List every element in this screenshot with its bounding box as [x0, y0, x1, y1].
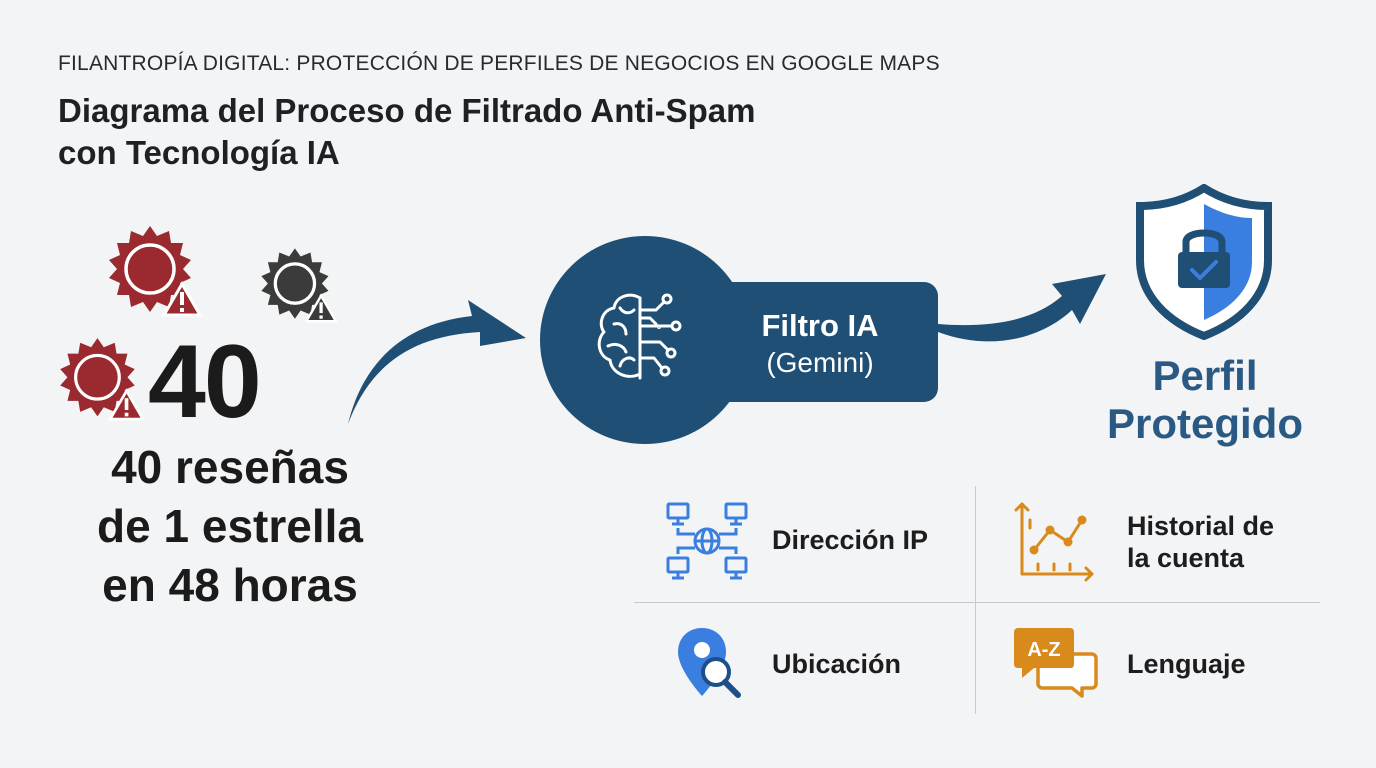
- arrow-to-filter: [348, 300, 526, 424]
- spam-line-3: en 48 horas: [102, 559, 358, 611]
- shield-lock-icon: [1136, 184, 1272, 340]
- spam-warning-icon-3: [60, 338, 146, 421]
- filter-title: Filtro IA: [761, 308, 879, 343]
- network-icon: [666, 502, 748, 580]
- translate-icon: A-Z: [1014, 628, 1098, 698]
- warning-badge-shape: [109, 226, 191, 312]
- filter-subtitle: (Gemini): [766, 347, 874, 378]
- diagram-eyebrow: FILANTROPÍA DIGITAL: PROTECCIÓN DE PERFI…: [58, 52, 940, 75]
- title-line-2: con Tecnología IA: [58, 134, 340, 171]
- protected-line-1: Perfil: [1152, 352, 1258, 399]
- spam-line-2: de 1 estrella: [97, 500, 363, 552]
- feature-account-history: Historial de la cuenta: [1127, 510, 1274, 574]
- brain-icon: [597, 293, 682, 380]
- language-icon-text: A-Z: [1027, 639, 1060, 661]
- history-line-2: la cuenta: [1127, 543, 1245, 573]
- title-line-1: Diagrama del Proceso de Filtrado Anti-Sp…: [58, 92, 756, 129]
- spam-count: 40: [148, 324, 262, 440]
- feature-location: Ubicación: [772, 649, 902, 679]
- filter-bar: [700, 282, 938, 402]
- protected-line-2: Protegido: [1107, 400, 1303, 447]
- diagram-title: Diagrama del Proceso de Filtrado Anti-Sp…: [58, 90, 755, 174]
- line-chart-icon: [1014, 502, 1094, 582]
- history-line-1: Historial de: [1127, 511, 1275, 541]
- feature-ip-address: Dirección IP: [772, 525, 929, 555]
- grid-divider-horizontal: [634, 602, 1320, 603]
- location-search-icon: [678, 628, 741, 698]
- spam-warning-icon-2: [261, 248, 338, 323]
- spam-line-1: 40 reseñas: [111, 441, 349, 493]
- feature-language: Lenguaje: [1127, 649, 1246, 679]
- warning-badge-shape: [261, 248, 329, 319]
- spam-warning-icon-1: [109, 226, 203, 317]
- warning-badge-shape: [60, 338, 135, 417]
- arrow-to-shield: [938, 274, 1106, 342]
- protected-profile-label: Perfil Protegido: [1080, 352, 1330, 448]
- spam-description: 40 reseñas de 1 estrella en 48 horas: [40, 438, 420, 615]
- grid-divider-vertical: [975, 486, 976, 714]
- filter-label: Filtro IA (Gemini): [720, 306, 920, 380]
